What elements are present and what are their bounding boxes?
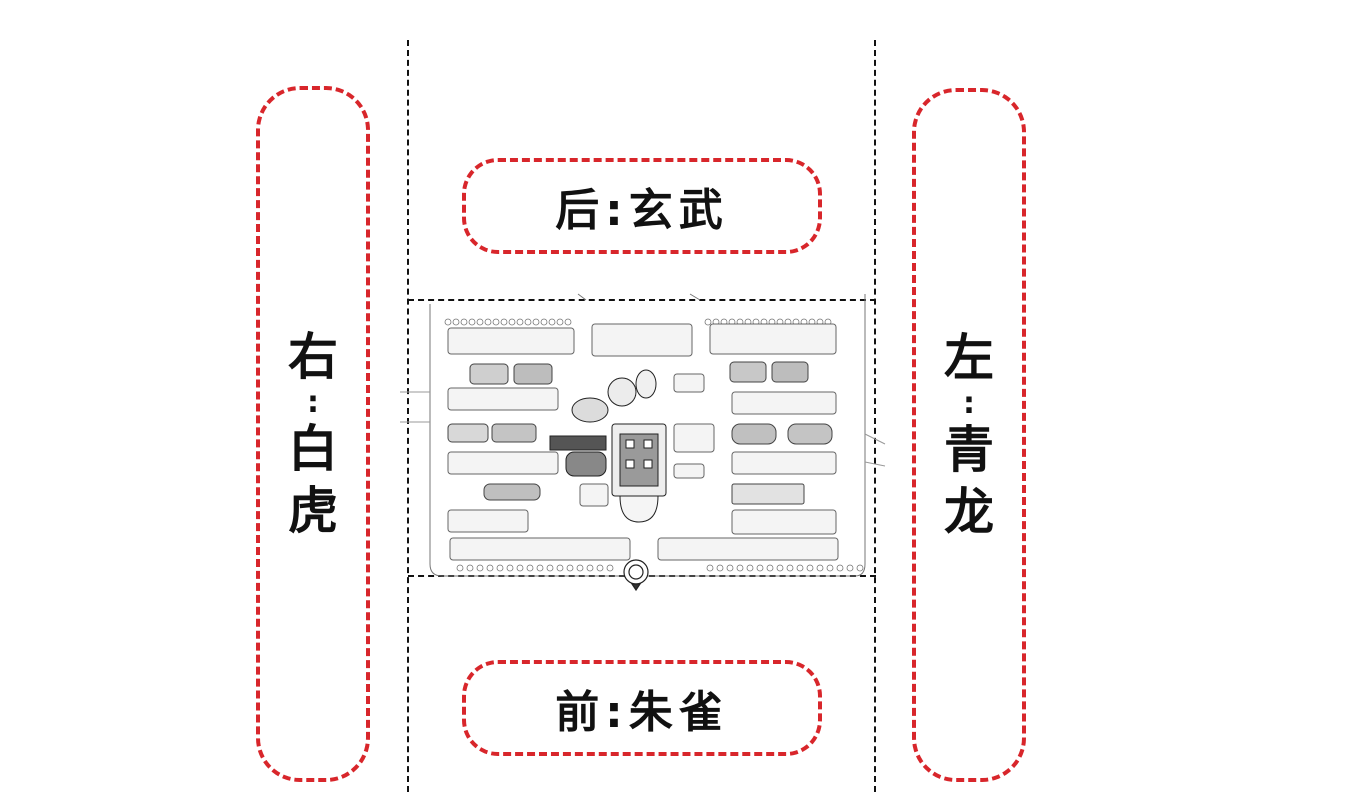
right-separator: : xyxy=(307,385,319,420)
right-baihu-label: 右 : 白 虎 xyxy=(288,326,338,542)
right-direction-char: 右 xyxy=(288,328,338,386)
left-direction-char: 左 xyxy=(944,329,994,387)
site-plan-drawing xyxy=(400,293,886,592)
back-xuanwu-label-box: 后:玄武 xyxy=(462,158,822,254)
left-name-char-2: 龙 xyxy=(944,483,994,541)
left-qinglong-label: 左 : 青 龙 xyxy=(944,327,994,543)
right-baihu-label-box: 右 : 白 虎 xyxy=(256,86,370,782)
left-boundary-line xyxy=(407,40,409,792)
right-name-char-2: 虎 xyxy=(288,482,338,540)
front-zhuque-label-box: 前:朱雀 xyxy=(462,660,822,756)
left-separator: : xyxy=(963,386,975,421)
back-xuanwu-label: 后:玄武 xyxy=(555,185,729,236)
top-boundary-line xyxy=(408,299,876,301)
front-zhuque-label: 前:朱雀 xyxy=(555,687,729,738)
right-name-char-1: 白 xyxy=(288,420,338,478)
right-boundary-line xyxy=(874,40,876,792)
left-name-char-1: 青 xyxy=(944,421,994,479)
left-qinglong-label-box: 左 : 青 龙 xyxy=(912,88,1026,782)
